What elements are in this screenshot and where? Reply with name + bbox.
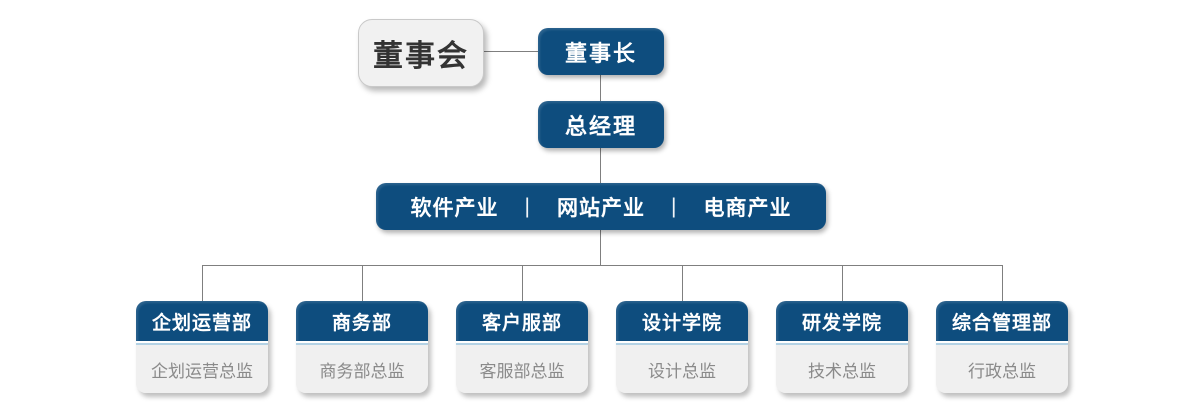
dept-name-header: 研发学院 bbox=[776, 301, 908, 343]
dept-director-body: 设计总监 bbox=[616, 343, 748, 393]
dept-director-label: 行政总监 bbox=[968, 361, 1036, 381]
industry-software-label: 软件产业 bbox=[410, 196, 499, 220]
connector-drop-dept-1 bbox=[202, 265, 203, 301]
dept-name-label: 企划运营部 bbox=[151, 312, 252, 334]
connector-drop-dept-3 bbox=[522, 265, 523, 301]
connector-drop-dept-4 bbox=[682, 265, 683, 301]
general-manager-label: 总经理 bbox=[564, 113, 637, 139]
node-chairman: 董事长 bbox=[538, 28, 664, 75]
dept-name-label: 设计学院 bbox=[641, 312, 722, 334]
dept-card-business: 商务部 商务部总监 bbox=[296, 301, 428, 393]
dept-director-label: 商务部总监 bbox=[319, 361, 405, 381]
dept-director-label: 客服部总监 bbox=[479, 361, 565, 381]
industry-website-label: 网站产业 bbox=[557, 196, 645, 220]
dept-card-customer-service: 客户服部 客服部总监 bbox=[456, 301, 588, 393]
dept-director-body: 企划运营总监 bbox=[136, 343, 268, 393]
dept-card-design-academy: 设计学院 设计总监 bbox=[616, 301, 748, 393]
dept-name-label: 商务部 bbox=[331, 312, 392, 334]
dept-name-label: 客户服部 bbox=[481, 312, 562, 334]
node-general-manager: 总经理 bbox=[538, 101, 664, 148]
node-board-of-directors: 董事会 bbox=[358, 19, 484, 87]
connector-drop-dept-6 bbox=[1002, 265, 1003, 301]
dept-card-planning-operations: 企划运营部 企划运营总监 bbox=[136, 301, 268, 393]
dept-director-body: 客服部总监 bbox=[456, 343, 588, 393]
connector-industries-to-bus bbox=[600, 230, 601, 265]
chairman-label: 董事长 bbox=[564, 40, 637, 66]
dept-name-header: 企划运营部 bbox=[136, 301, 268, 343]
dept-name-label: 研发学院 bbox=[801, 312, 882, 334]
node-industries: 软件产业 | 网站产业 | 电商产业 bbox=[376, 183, 826, 230]
dept-name-header: 商务部 bbox=[296, 301, 428, 343]
industry-ecommerce-label: 电商产业 bbox=[703, 196, 792, 220]
dept-director-body: 行政总监 bbox=[936, 343, 1068, 393]
industry-separator: | bbox=[524, 194, 531, 218]
dept-director-label: 企划运营总监 bbox=[151, 361, 253, 381]
connector-bus-horizontal bbox=[202, 265, 1002, 266]
dept-name-header: 综合管理部 bbox=[936, 301, 1068, 343]
industry-separator: | bbox=[671, 194, 678, 218]
connector-gm-to-industries bbox=[600, 148, 601, 183]
dept-director-body: 商务部总监 bbox=[296, 343, 428, 393]
connector-drop-dept-5 bbox=[842, 265, 843, 301]
dept-director-label: 技术总监 bbox=[808, 361, 876, 381]
board-label: 董事会 bbox=[373, 39, 469, 74]
dept-director-body: 技术总监 bbox=[776, 343, 908, 393]
dept-card-rd-academy: 研发学院 技术总监 bbox=[776, 301, 908, 393]
dept-director-label: 设计总监 bbox=[648, 361, 716, 381]
dept-name-label: 综合管理部 bbox=[951, 312, 1052, 334]
dept-name-header: 客户服部 bbox=[456, 301, 588, 343]
dept-name-header: 设计学院 bbox=[616, 301, 748, 343]
dept-card-general-management: 综合管理部 行政总监 bbox=[936, 301, 1068, 393]
connector-board-to-chairman bbox=[484, 51, 538, 52]
connector-chairman-to-gm bbox=[600, 75, 601, 101]
connector-drop-dept-2 bbox=[362, 265, 363, 301]
